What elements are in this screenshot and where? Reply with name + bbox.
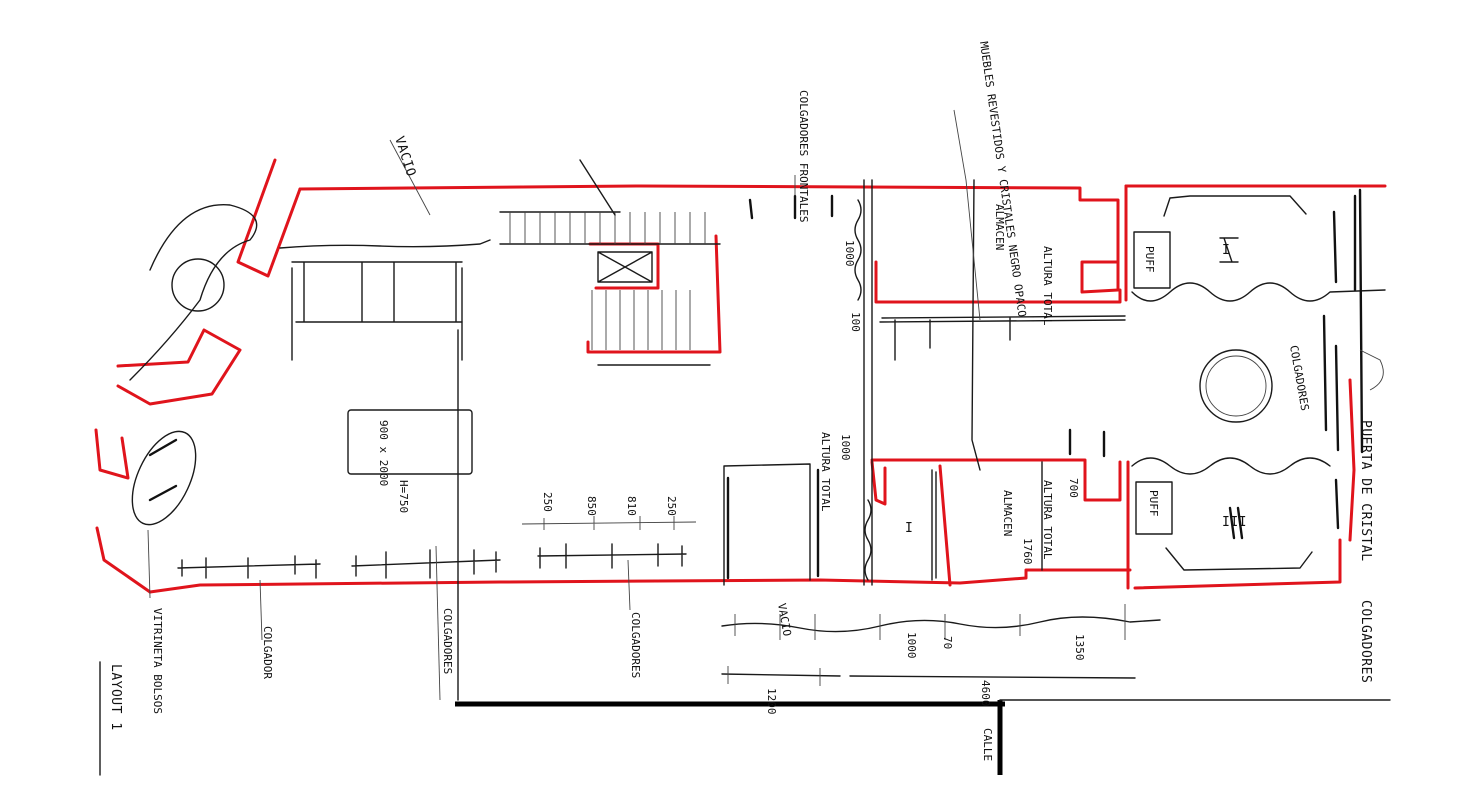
label-dim-1000-mid: 1000 — [839, 434, 852, 461]
label-room-i-mid: I — [905, 521, 913, 536]
label-dim-1000-top: 1000 — [843, 240, 856, 267]
label-vacio-bottom: VACIO — [775, 602, 794, 637]
label-shelf-250b: 250 — [665, 496, 678, 516]
label-dim-1200: 1200 — [765, 688, 778, 715]
red-wall-outline — [94, 158, 1387, 594]
label-altura-total-top: ALTURA TOTAL — [1041, 246, 1054, 326]
label-almacen-top: ALMACEN — [993, 204, 1006, 250]
label-vitrina: VITRINETA BOLSOS — [151, 608, 164, 714]
label-colgadores-a: COLGADORES — [441, 608, 454, 674]
label-dim-700: 700 — [1067, 478, 1080, 498]
label-vacio-top: VACIO — [391, 135, 418, 179]
label-dim-1350: 1350 — [1073, 634, 1086, 661]
label-room-i-top: I — [1222, 243, 1230, 258]
label-layout-title: LAYOUT 1 — [108, 664, 123, 731]
label-shelf-250a: 250 — [541, 492, 554, 512]
label-colgadores-b: COLGADORES — [629, 612, 642, 678]
label-shelf-810: 810 — [625, 496, 638, 516]
label-table-height: H=750 — [397, 480, 410, 513]
label-almacen-bottom: ALMACEN — [1001, 490, 1014, 536]
label-colgadores-frontales: COLGADORES FRONTALES — [797, 90, 810, 222]
label-dim-4600: 4600 — [979, 680, 992, 707]
label-calle: CALLE — [981, 728, 994, 761]
label-dim-70: 70 — [941, 636, 954, 649]
label-table-dim: 900 x 2000 — [377, 420, 390, 486]
label-colgadores-far: COLGADORES — [1358, 600, 1373, 683]
label-muebles-note: MUEBLES REVESTIDOS Y CRISTALES NEGRO OPA… — [977, 41, 1029, 318]
label-altura-total-bottom: ALTURA TOTAL — [1041, 480, 1054, 560]
puff-top-rect — [1133, 231, 1171, 289]
label-puff-top: PUFF — [1143, 246, 1156, 273]
table-rect — [347, 409, 473, 475]
label-shelf-850: 850 — [585, 496, 598, 516]
label-dim-1000-bot: 1000 — [905, 632, 918, 659]
label-puff-bottom: PUFF — [1147, 490, 1160, 517]
label-puerta-cristal: PUERTA DE CRISTAL — [1358, 420, 1373, 562]
handwritten-labels: VACIO COLGADORES FRONTALES MUEBLES REVES… — [108, 41, 1373, 762]
label-dim-100-top: 100 — [849, 312, 862, 332]
ink-linework — [99, 109, 1391, 776]
label-colgadores-right: COLGADORES — [1287, 344, 1311, 411]
label-colgador: COLGADOR — [261, 626, 274, 679]
label-altura-total-mid: ALTURA TOTAL — [819, 432, 832, 512]
puff-bottom-rect — [1135, 481, 1173, 535]
label-dim-1760: 1760 — [1021, 538, 1034, 565]
label-room-iii: III — [1222, 515, 1247, 530]
